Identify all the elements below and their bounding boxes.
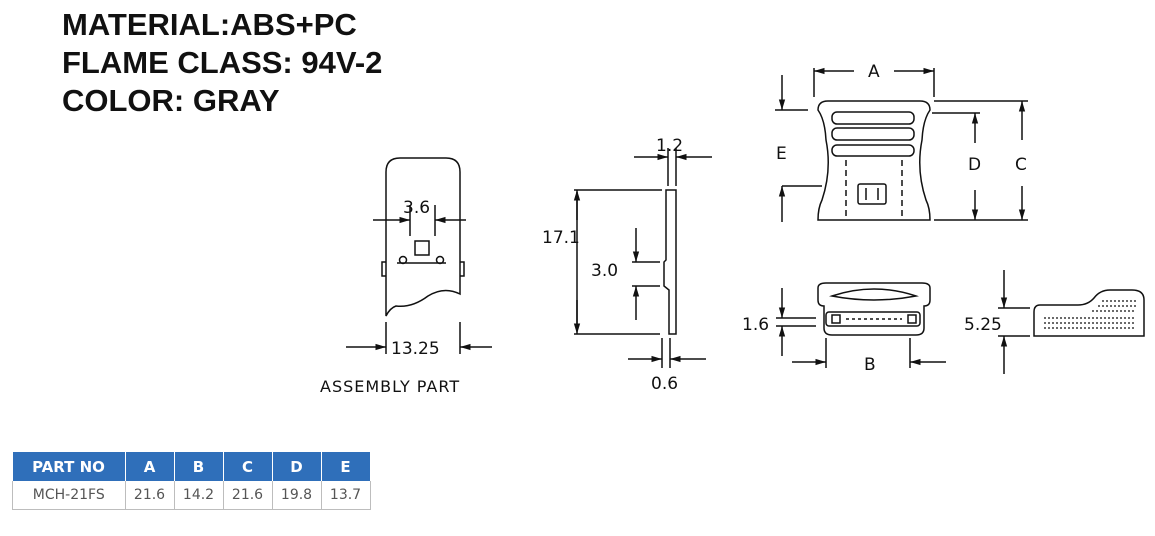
cell-c: 21.6 (222, 481, 273, 510)
dim-1-6-label: 1.6 (742, 315, 769, 335)
dim-c-label: C (1015, 155, 1027, 175)
header-b: B (174, 452, 224, 481)
buckle-end-view (998, 270, 1145, 374)
part-dimension-table: PART NO A B C D E MCH-21FS 21.6 14.2 21.… (12, 452, 371, 510)
header-c: C (223, 452, 273, 481)
dim-d-label: D (968, 155, 981, 175)
thickness-bottom-label: 0.6 (651, 374, 678, 394)
table-row: MCH-21FS 21.6 14.2 21.6 19.8 13.7 (12, 481, 371, 510)
dim-e-label: E (776, 144, 787, 164)
header-e: E (321, 452, 371, 481)
dim-b-label: B (864, 355, 876, 375)
buckle-bottom-view (776, 282, 946, 368)
cell-d: 19.8 (271, 481, 322, 510)
hole-width-label: 3.6 (403, 198, 430, 218)
material-spec: MATERIAL:ABS+PC (62, 7, 357, 42)
header-part-no: PART NO (12, 452, 126, 481)
spec-block: MATERIAL:ABS+PC FLAME CLASS: 94V-2 COLOR… (62, 6, 382, 120)
table-header-row: PART NO A B C D E (12, 452, 371, 481)
dim-a-label: A (868, 62, 880, 82)
side-profile-view (573, 148, 712, 368)
cell-part-no: MCH-21FS (12, 481, 126, 510)
dim-5-25-label: 5.25 (964, 315, 1002, 335)
flame-class-spec: FLAME CLASS: 94V-2 (62, 45, 383, 80)
header-a: A (125, 452, 175, 481)
thickness-top-label: 1.2 (656, 136, 683, 156)
step-3-0-label: 3.0 (591, 261, 618, 281)
header-d: D (272, 452, 322, 481)
assembly-width-label: 13.25 (391, 339, 440, 359)
assembly-part-caption: ASSEMBLY PART (320, 377, 460, 396)
color-spec: COLOR: GRAY (62, 83, 280, 118)
height-17-1-label: 17.1 (542, 228, 580, 248)
cell-a: 21.6 (124, 481, 175, 510)
assembly-part-view (346, 157, 492, 354)
cell-e: 13.7 (320, 481, 371, 510)
buckle-front-view (775, 67, 1028, 222)
cell-b: 14.2 (173, 481, 224, 510)
